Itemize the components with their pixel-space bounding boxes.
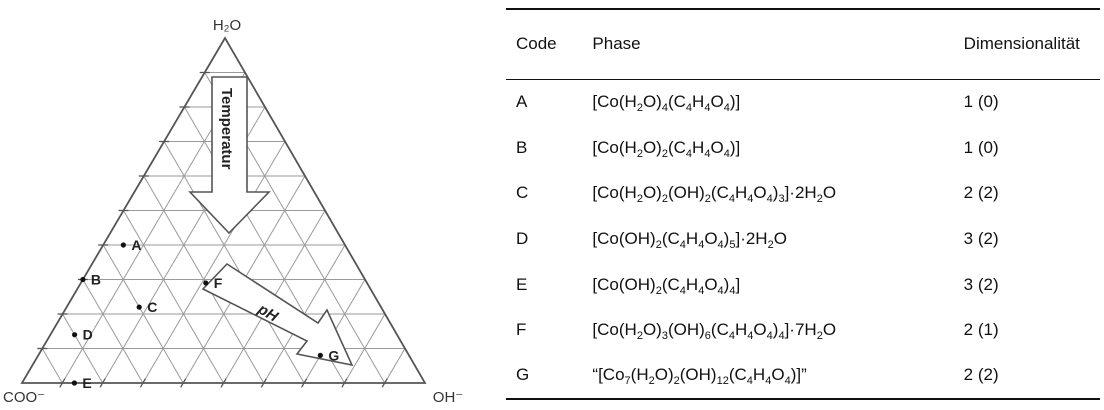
cell-phase: [Co(OH)2(C4H4O4)5]·2H2O — [592, 228, 787, 251]
table-body: A [Co(H2O)4(C4H4O4)] 1 (0) B [Co(H2O)2(C4H4O… — [506, 79, 1100, 400]
vertex-label-coo: COO⁻ — [3, 389, 45, 406]
table-row: C [Co(H2O)2(OH)2(C4H4O4)3]·2H2O 2 (2) — [506, 170, 1100, 216]
temperature-arrow-label: Temperatur — [218, 88, 235, 170]
cell-code: G — [506, 353, 583, 400]
cell-dimensionality: 3 (2) — [963, 274, 999, 294]
axis-tick — [301, 171, 309, 181]
cell-phase: [Co(OH)2(C4H4O4)4] — [592, 274, 741, 297]
axis-tick — [180, 378, 187, 388]
cell-code: C — [516, 183, 529, 203]
phase-point-label-e: E — [82, 375, 91, 391]
grid-line — [163, 141, 305, 384]
grid-line — [123, 210, 224, 384]
cell-code: A — [516, 92, 528, 112]
grid-line — [343, 313, 386, 384]
table-row: F [Co(H2O)3(OH)6(C4H4O4)4]·7H2O 2 (1) — [506, 307, 1100, 353]
cell-phase: “[Co7(H2O)2(OH)12(C4H4O4)]” — [582, 353, 954, 400]
temperature-arrow: Temperatur — [188, 76, 271, 235]
cell-dimensionality: 3 (2) — [963, 228, 999, 248]
cell-code: F — [516, 320, 527, 340]
cell-code: D — [516, 228, 529, 248]
axis-tick — [99, 378, 106, 388]
phase-point-e — [71, 380, 77, 386]
axis-tick — [341, 240, 349, 250]
vertex-label-h2o: H₂O — [213, 17, 241, 34]
axis-tick — [241, 67, 249, 78]
cell-dimensionality: 2 (1) — [963, 320, 999, 340]
axis-tick — [401, 343, 409, 354]
cell-phase: [Co(H2O)3(OH)6(C4H4O4)4]·7H2O — [592, 320, 837, 343]
cell-code: B — [516, 137, 528, 157]
phase-table: Code Phase Dimensionalität A [Co(H2O)4(C4… — [506, 8, 1100, 400]
cell-dimensionality: 1 (0) — [963, 137, 999, 157]
grid-line — [142, 141, 286, 384]
header-code: Code — [506, 8, 583, 80]
axis-tick — [260, 378, 267, 388]
cell-phase: [Co(H2O)2(OH)2(C4H4O4)3]·2H2O — [592, 183, 837, 206]
axis-tick — [220, 378, 227, 388]
axis-tick — [381, 309, 389, 319]
phase-point-label-a: A — [131, 237, 141, 253]
phase-point-d — [72, 332, 78, 338]
phase-point-b — [80, 276, 86, 283]
cell-phase: [Co(H2O)4(C4H4O4)] — [592, 92, 741, 115]
grid-line — [62, 313, 104, 384]
cell-code: E — [516, 274, 528, 294]
header-dimensionality: Dimensionalität — [953, 8, 1100, 80]
grid-line — [384, 348, 406, 384]
phase-point-f — [203, 280, 209, 286]
phase-points: A B C D E F G — [71, 237, 339, 391]
axis-tick — [361, 274, 369, 285]
axis-tick — [341, 378, 348, 388]
cell-dimensionality: 1 (0) — [963, 92, 999, 112]
grid-line — [41, 348, 63, 384]
phase-point-label-d: D — [83, 327, 93, 343]
table-row: G“[Co7(H2O)2(OH)12(C4H4O4)]”2 (2) — [506, 353, 1100, 400]
table-row: D [Co(OH)2(C4H4O4)5]·2H2O 3 (2) — [506, 216, 1100, 262]
vertex-label-oh: OH⁻ — [433, 389, 463, 406]
header-phase: Phase — [582, 8, 954, 80]
cell-dimensionality: 2 (2) — [963, 183, 999, 203]
table-header-row: Code Phase Dimensionalität — [506, 8, 1100, 80]
axis-tick — [321, 205, 329, 216]
phase-point-label-f: F — [214, 275, 223, 291]
phase-point-label-c: C — [147, 299, 157, 315]
axis-tick — [281, 136, 289, 147]
table-row: E [Co(OH)2(C4H4O4)4] 3 (2) — [506, 262, 1100, 308]
axis-tick — [381, 378, 388, 388]
table-row: A [Co(H2O)4(C4H4O4)] 1 (0) — [506, 79, 1100, 125]
phase-point-label-b: B — [91, 272, 101, 288]
axis-tick — [261, 102, 269, 112]
axis-tick — [301, 378, 308, 388]
table-row: B [Co(H2O)2(C4H4O4)] 1 (0) — [506, 125, 1100, 171]
phase-point-a — [120, 242, 126, 248]
axis-ticks — [37, 67, 409, 388]
cell-dimensionality: 2 (2) — [953, 353, 1100, 400]
axis-tick — [59, 378, 66, 388]
phase-point-label-g: G — [328, 347, 339, 363]
grid-line — [82, 279, 144, 384]
grid-line — [102, 244, 184, 384]
cell-phase: [Co(H2O)2(C4H4O4)] — [592, 137, 741, 160]
phase-point-c — [136, 304, 142, 310]
phase-point-g — [317, 352, 323, 358]
axis-tick — [139, 378, 146, 388]
